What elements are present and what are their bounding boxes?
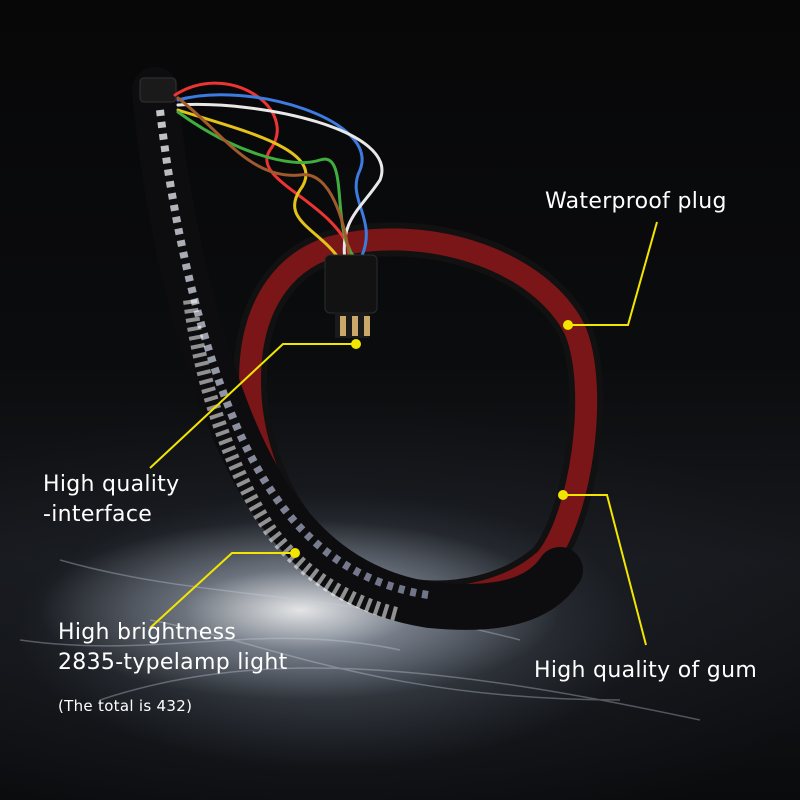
strip-end-cap [139, 77, 177, 103]
interface-label-line2: -interface [43, 502, 153, 527]
waterproof-plug-label: Waterproof plug [545, 189, 727, 214]
interface-label-line1: High quality [43, 472, 180, 497]
callout-lines [149, 221, 658, 646]
gum-label: High quality of gum [534, 658, 758, 683]
brightness-label-line2: 2835-typelamp light [58, 650, 288, 675]
led-strip-body [132, 67, 583, 630]
wire-bundle [173, 81, 384, 264]
callout-dots [290, 320, 573, 558]
total-note: (The total is 432) [58, 697, 193, 715]
brightness-label-line1: High brightness [58, 620, 237, 645]
waterproof-connector [324, 254, 378, 338]
